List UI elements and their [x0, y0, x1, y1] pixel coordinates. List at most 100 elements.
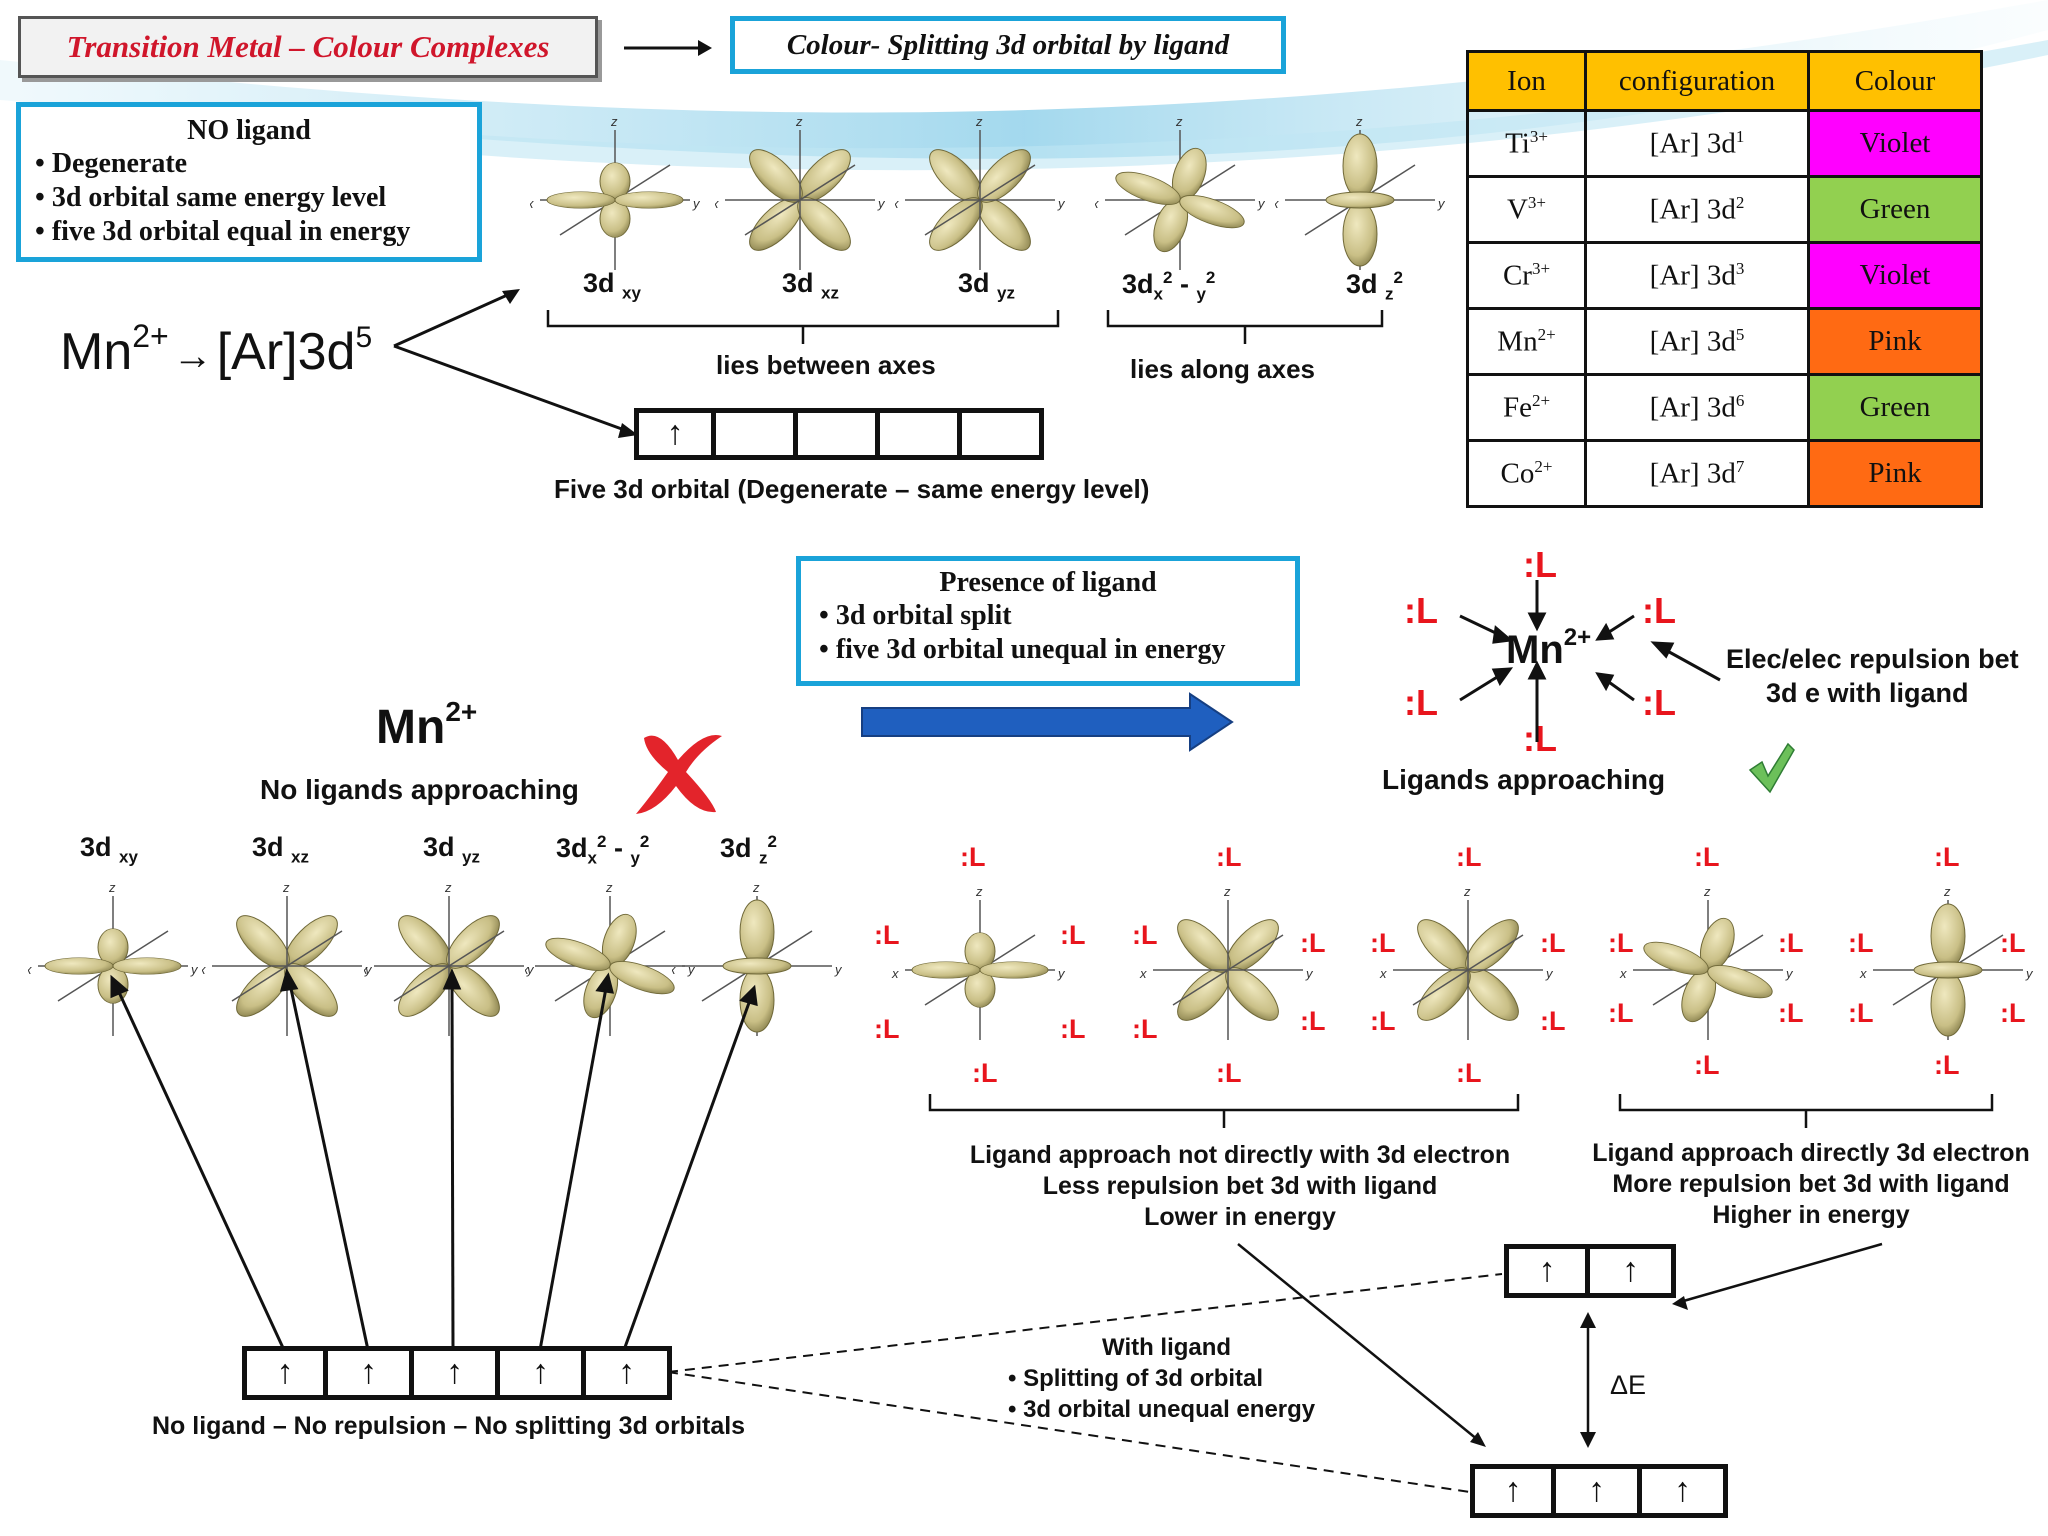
ligand-label: :L [1216, 1058, 1242, 1088]
ligand-label: :L [2000, 998, 2026, 1028]
caption-between-axes: lies between axes [716, 350, 936, 380]
top-braces [546, 310, 1384, 344]
orbital-label-dyz: 3d yz [958, 268, 1015, 303]
splitting-diagram [667, 1242, 1883, 1493]
presence-item: • 3d orbital split [819, 600, 1012, 631]
ligand-label: :L [1694, 842, 1720, 872]
presence-heading: Presence of ligand [939, 567, 1157, 598]
with-ligand-item: • 3d orbital unequal energy [1008, 1396, 1316, 1423]
ligand-label: :L [1370, 928, 1396, 958]
electron-box: ↑ [328, 1346, 414, 1400]
ligand-label: :L [1540, 928, 1566, 958]
ligand-label: :L [1300, 928, 1326, 958]
caption-along-axes: lies along axes [1130, 354, 1315, 384]
orbital-label-dx2y2-bottom: 3dx2 - y2 [556, 832, 650, 868]
ligand-label: :L [1370, 1006, 1396, 1036]
ligand-label: :L [1848, 998, 1874, 1028]
no-ligand-box: NO ligand • Degenerate • 3d orbital same… [16, 102, 482, 262]
no-ligand-orbital-boxes: ↑ ↑ ↑ ↑ ↑ [242, 1346, 672, 1400]
orbital-dyz-top [895, 103, 1065, 280]
electron-box [962, 408, 1044, 460]
no-ligand-item: • five 3d orbital equal in energy [35, 216, 411, 247]
bottom-braces [928, 1094, 1994, 1128]
orbital-label-dxz: 3d xz [782, 268, 839, 303]
table-header-colour: Colour [1807, 50, 1983, 112]
orbital-label-dxy-bottom: 3d xy [80, 832, 138, 867]
presence-arrow [861, 692, 1234, 752]
table-row: Cr3+ [Ar] 3d3 Violet [1466, 241, 1983, 310]
ligand-upper-right: :L [1642, 590, 1676, 631]
ligand-label: :L [1608, 998, 1634, 1028]
ligand-label: :L [874, 1014, 900, 1044]
orbital-label-dyz-bottom: 3d yz [423, 832, 480, 867]
ligand-label: :L [1608, 928, 1634, 958]
orbital-label-dxz-bottom: 3d xz [252, 832, 309, 867]
ligand-label: :L [1934, 1050, 1960, 1080]
electron-box: ↑ [1590, 1244, 1676, 1298]
caption-lower-energy: Ligand approach not directly with 3d ele… [930, 1140, 1550, 1233]
config-arrows [393, 289, 638, 438]
electron-box: ↑ [634, 408, 716, 460]
ligand-top: :L [1523, 544, 1557, 585]
ligand-label: :L [1778, 928, 1804, 958]
ligand-label: :L [1300, 1006, 1326, 1036]
caption-line: Lower in energy [1144, 1203, 1336, 1231]
ligand-label: :L [1060, 920, 1086, 950]
title-arrow [624, 40, 712, 56]
ligand-lower-left: :L [1404, 682, 1438, 723]
no-ligand-heading: NO ligand [187, 115, 311, 146]
electron-box: ↑ [1556, 1464, 1642, 1518]
ligand-label: :L [1216, 842, 1242, 872]
table-row: Mn2+ [Ar] 3d5 Pink [1466, 307, 1983, 376]
caption-no-splitting: No ligand – No repulsion – No splitting … [152, 1412, 746, 1440]
caption-line: Less repulsion bet 3d with ligand [1042, 1172, 1438, 1200]
ligand-label: :L [960, 842, 986, 872]
caption-elec-repulsion-2: 3d e with ligand [1766, 678, 1969, 708]
ligand-label: :L [1934, 842, 1960, 872]
orbital-dxz-top [715, 103, 885, 280]
electron-box [716, 408, 798, 460]
electron-box: ↑ [414, 1346, 500, 1400]
electron-to-orbital-arrows [110, 968, 758, 1351]
orbital-dxy-top [530, 113, 700, 271]
t2g-orbital-boxes: ↑ ↑ ↑ [1470, 1464, 1728, 1518]
check-mark-icon [1748, 742, 1795, 794]
electron-box: ↑ [500, 1346, 586, 1400]
electron-box: ↑ [1642, 1464, 1728, 1518]
ligand-label: :L [1132, 1014, 1158, 1044]
electron-box: ↑ [1504, 1244, 1590, 1298]
mn-config: Mn2+→[Ar]3d5 [60, 318, 373, 381]
caption-line: Ligand approach directly 3d electron [1592, 1139, 2030, 1167]
subtitle-box: Colour- Splitting 3d orbital by ligand [730, 16, 1286, 74]
delta-e-label: ΔE [1610, 1370, 1647, 1400]
ligand-label: :L [1132, 920, 1158, 950]
electron-box [880, 408, 962, 460]
caption-line: Ligand approach not directly with 3d ele… [969, 1141, 1511, 1169]
eg-orbital-boxes: ↑ ↑ [1504, 1244, 1676, 1298]
electron-box: ↑ [242, 1346, 328, 1400]
ligand-label: :L [2000, 928, 2026, 958]
ligand-label: :L [1848, 928, 1874, 958]
ligand-label: :L [1540, 1006, 1566, 1036]
table-header-configuration: configuration [1584, 50, 1810, 112]
presence-ligand-box: Presence of ligand • 3d orbital split • … [796, 556, 1300, 686]
electron-box: ↑ [1470, 1464, 1556, 1518]
electron-box [798, 408, 880, 460]
mn-ion-ligated-label: Mn2+ [1506, 624, 1592, 672]
with-ligand-item: • Splitting of 3d orbital [1008, 1365, 1264, 1392]
ligand-upper-left: :L [1404, 590, 1438, 631]
orbital-dz2-top [1275, 113, 1445, 271]
with-ligand-notes: With ligand • Splitting of 3d orbital • … [1008, 1332, 1315, 1425]
with-ligand-heading: With ligand [1102, 1334, 1232, 1361]
mn-ion-label: Mn2+ [376, 696, 478, 754]
ligand-label: :L [1060, 1014, 1086, 1044]
table-row: Fe2+ [Ar] 3d6 Green [1466, 373, 1983, 442]
orbital-label-dxy: 3d xy [583, 268, 641, 303]
caption-line: Higher in energy [1712, 1201, 1910, 1229]
ligand-label: :L [874, 920, 900, 950]
no-ligand-item: • Degenerate [35, 148, 188, 179]
ligand-approach-arrows [1459, 580, 1721, 742]
caption-no-ligands-approaching: No ligands approaching [260, 774, 579, 805]
page-title: Transition Metal – Colour Complexes [18, 16, 598, 78]
ligand-label: :L [1456, 842, 1482, 872]
